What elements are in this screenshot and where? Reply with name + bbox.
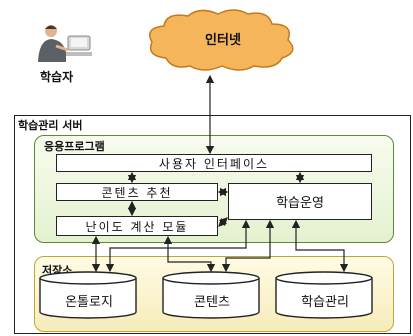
internet-cloud	[136, 6, 308, 76]
application-title: 응용프로그램	[44, 140, 105, 153]
server-title: 학습관리 서버	[18, 119, 83, 132]
database-ontology-label: 온톨로지	[65, 295, 113, 310]
user-interface-module: 사용자 인터페이스	[56, 154, 372, 172]
storage-title: 저장소	[42, 264, 73, 277]
learner-icon	[34, 22, 94, 64]
learner-label: 학습자	[40, 70, 74, 84]
difficulty-calculation-module: 난이도 계산 모듈	[56, 216, 218, 236]
content-recommendation-module: 콘텐츠 추천	[56, 183, 218, 201]
learning-operation-module: 학습운영	[228, 183, 372, 220]
database-learning-management-label: 학습관리	[301, 295, 349, 310]
database-contents-label: 콘텐츠	[194, 295, 230, 310]
internet-label: 인터넷	[205, 33, 241, 48]
